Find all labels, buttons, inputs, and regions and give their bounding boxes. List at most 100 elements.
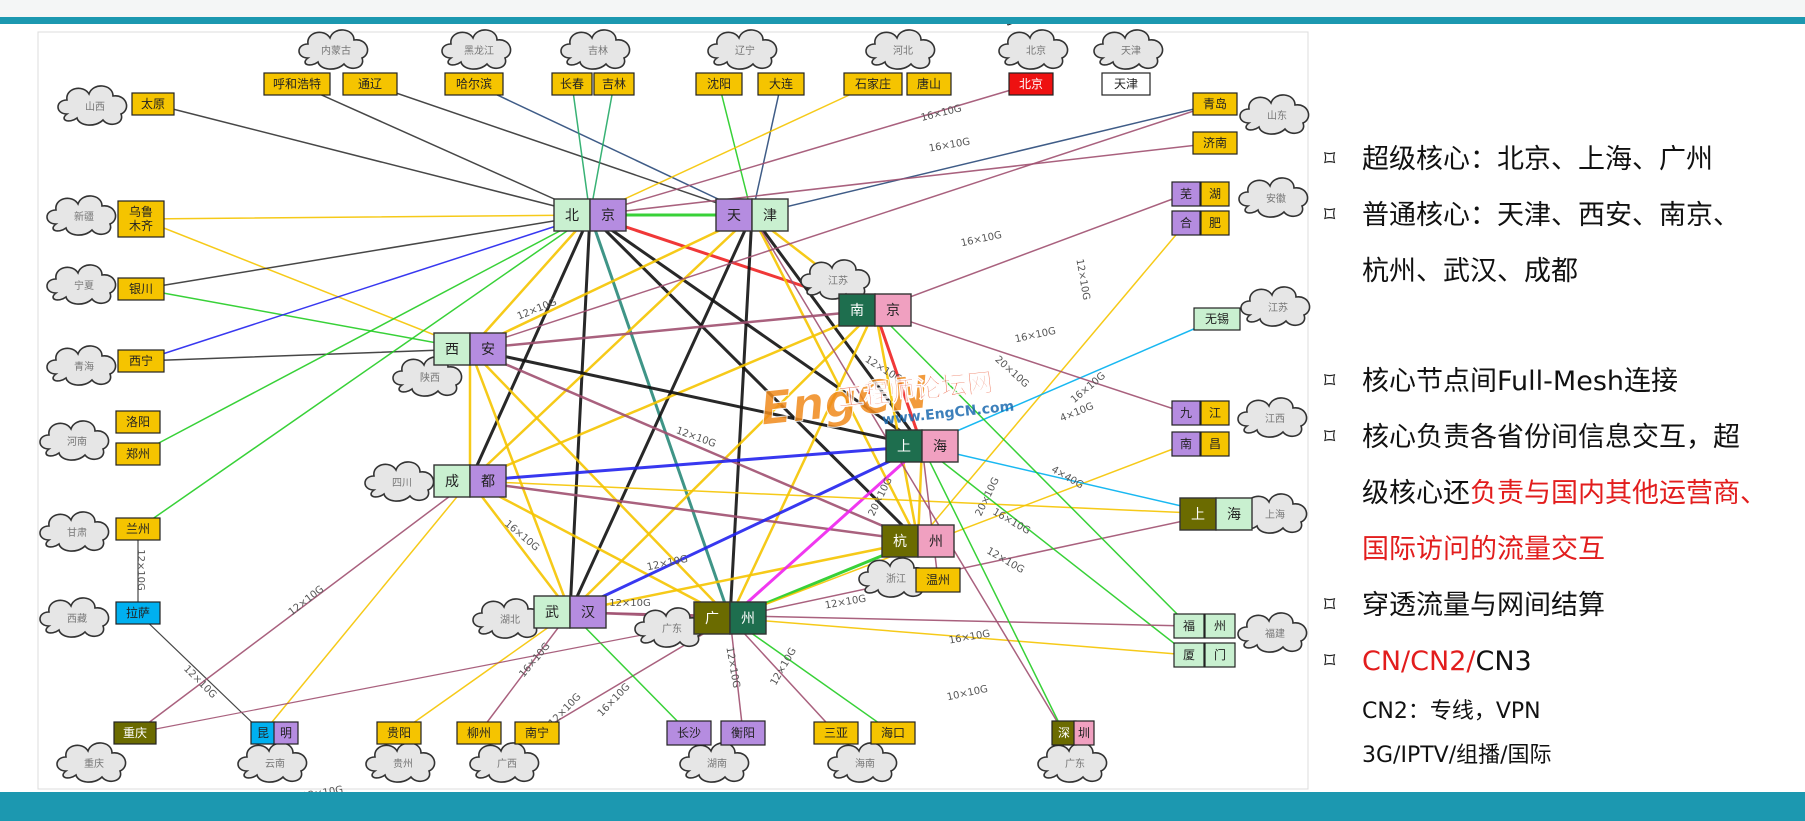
province-cloud: 河北 xyxy=(865,29,936,70)
cloud-shape xyxy=(39,420,110,461)
link-changsha-wh xyxy=(569,611,690,734)
node-guiyang: 贵阳 xyxy=(376,721,422,745)
link-tj-gz xyxy=(728,213,754,620)
link-shenyang-tj xyxy=(718,83,753,216)
link-urumqi-xa xyxy=(140,218,471,350)
cloud-label: 江苏 xyxy=(828,274,848,287)
node-box xyxy=(906,72,952,96)
province-cloud: 上海 xyxy=(1237,493,1308,534)
link-cd-hz xyxy=(468,479,920,543)
province-cloud: 内蒙古 xyxy=(298,29,369,70)
node-hefei: 合 xyxy=(1171,210,1201,236)
core-label: 汉 xyxy=(581,605,595,621)
link-xiamen-gz xyxy=(729,617,1190,656)
core-label: 广 xyxy=(705,611,719,627)
link-xa-sh xyxy=(468,347,924,448)
link-xining-xa xyxy=(140,348,471,362)
node-label: 长沙 xyxy=(677,726,701,740)
bullet-settlement: ⌑穿透流量与网间结算 xyxy=(1320,578,1800,634)
link-harbin-tj xyxy=(473,83,753,216)
core-box-right xyxy=(874,293,912,327)
province-cloud: 天津 xyxy=(1093,29,1164,70)
mouse-cursor-icon xyxy=(1007,24,1012,26)
cloud-label: 贵州 xyxy=(393,757,413,770)
node-box xyxy=(720,720,766,746)
link-urumqi-bj xyxy=(140,214,591,220)
cloud-shape xyxy=(1237,397,1308,438)
top-bar xyxy=(0,0,1805,24)
bandwidth-label: 12×10G xyxy=(609,598,651,609)
cloud-shape xyxy=(441,29,512,70)
link-haikou-gz xyxy=(729,617,894,734)
link-gz-sh xyxy=(728,444,924,620)
node-harbin: 哈尔滨 xyxy=(444,72,504,96)
node-box xyxy=(1200,210,1230,236)
link-fuzhou-nj xyxy=(874,309,1190,627)
node-label: 柳州 xyxy=(467,726,491,740)
cloud-shape xyxy=(392,356,463,397)
node-box xyxy=(695,72,743,96)
bullet-text-highlight: CN/CN2/ xyxy=(1362,646,1476,677)
node-box xyxy=(1008,72,1054,96)
node-box xyxy=(593,72,635,96)
bullet-text: 超级核心：北京、上海、广州 xyxy=(1362,144,1713,175)
bandwidth-label: 12×10G xyxy=(135,549,146,591)
link-dalian-tj xyxy=(751,83,782,216)
link-sanya-gz xyxy=(729,617,837,734)
node-label: 海口 xyxy=(881,725,905,740)
link-bj-xa xyxy=(468,213,592,351)
node-xiamen2: 门 xyxy=(1204,642,1236,668)
node-label: 合 xyxy=(1180,215,1192,230)
link-sh2-cd xyxy=(469,480,1217,515)
link-shenzhen-tj xyxy=(751,214,1065,734)
link-sh2-sh xyxy=(921,445,1217,515)
cloud-label: 黑龙江 xyxy=(464,44,494,57)
cloud-shape xyxy=(237,742,308,783)
core-tj: 天津 xyxy=(715,198,789,232)
node-label: 北京 xyxy=(1019,77,1043,91)
link-qingdao-xa xyxy=(469,103,1216,350)
province-cloud: 安徽 xyxy=(1238,177,1309,218)
bullet-text: 穿透流量与网间结算 xyxy=(1362,590,1605,621)
cloud-shape xyxy=(827,742,898,783)
node-label: 贵阳 xyxy=(387,726,411,740)
node-box xyxy=(666,720,712,746)
core-bj: 北京 xyxy=(553,198,627,232)
bullet-normal-core: ⌑普通核心：天津、西安、南京、杭州、武汉、成都 xyxy=(1320,188,1800,300)
cloud-shape xyxy=(1037,742,1108,783)
province-cloud: 甘肃 xyxy=(39,511,110,552)
cloud-shape xyxy=(560,29,631,70)
cloud-label: 广西 xyxy=(497,758,517,770)
core-label: 南 xyxy=(850,303,864,319)
province-cloud: 云南 xyxy=(237,742,308,783)
node-box xyxy=(456,721,502,745)
core-label: 武 xyxy=(545,605,559,621)
core-wh: 武汉 xyxy=(533,595,607,629)
core-box-left xyxy=(533,595,571,629)
node-jinan: 济南 xyxy=(1192,131,1238,155)
province-cloud: 西藏 xyxy=(39,597,110,638)
node-label: 肥 xyxy=(1209,216,1221,230)
node-box xyxy=(131,92,175,116)
link-taiyuan-bj xyxy=(152,103,591,216)
node-box xyxy=(376,721,422,745)
link-cd-sh xyxy=(468,444,924,483)
link-changchun-bj xyxy=(571,83,591,216)
node-changsha: 长沙 xyxy=(666,720,712,746)
node-taiyuan: 太原 xyxy=(131,92,175,116)
node-qingdao: 青岛 xyxy=(1192,92,1238,116)
link-cd-gz xyxy=(468,479,732,620)
link-jilin-bj xyxy=(589,83,615,216)
node-beijing_s: 北京 xyxy=(1008,72,1054,96)
link-yinchuan-bj xyxy=(140,214,591,290)
node-dalian: 大连 xyxy=(757,72,805,96)
node-label: 芜 xyxy=(1180,187,1192,201)
link-chongqing-cd xyxy=(134,480,471,734)
node-box xyxy=(117,349,165,373)
cloud-shape xyxy=(57,85,128,126)
province-cloud: 宁夏 xyxy=(46,264,117,305)
bullet-text-cont: 级核心还 xyxy=(1362,478,1470,509)
node-label: 温州 xyxy=(926,573,950,587)
sub-services: 3G/IPTV/组播/国际 xyxy=(1362,743,1552,768)
cloud-shape xyxy=(46,195,117,236)
